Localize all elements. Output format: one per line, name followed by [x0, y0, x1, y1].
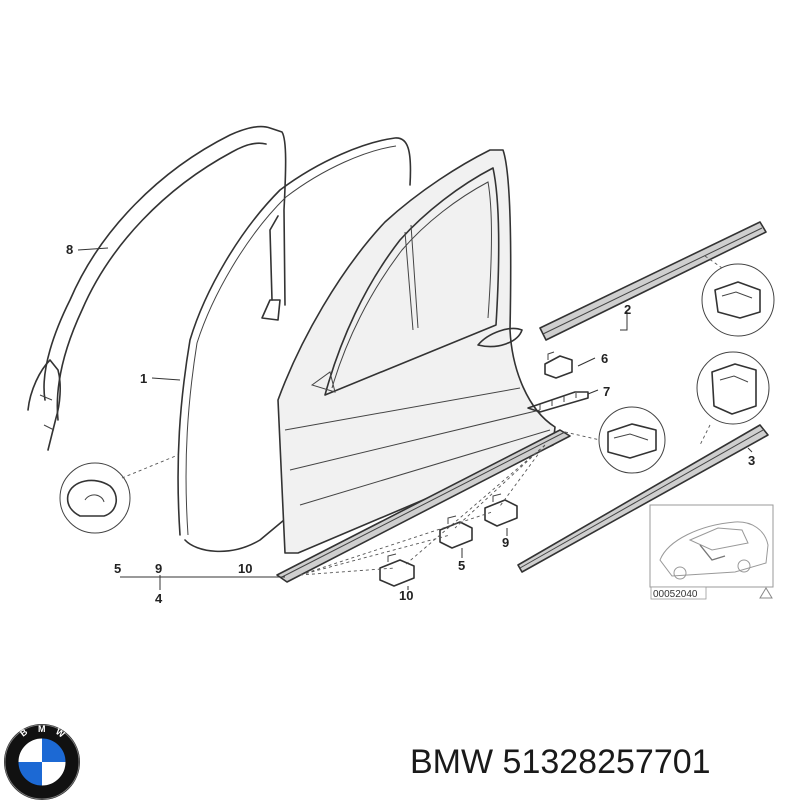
callout-5: 5: [114, 561, 121, 576]
frame-seal-part: [27, 125, 287, 451]
part-number: 51328257701: [502, 743, 711, 781]
callout-8: 8: [66, 242, 73, 257]
callout-6: 6: [601, 351, 608, 366]
callout-3: 3: [748, 453, 755, 468]
clip-strip-part-7: [527, 391, 589, 413]
door-seal-part: [177, 137, 412, 553]
callout-9: 9: [155, 561, 162, 576]
detail-leaders: [121, 255, 723, 576]
bmw-logo: B M W: [4, 724, 80, 800]
callout-10: 10: [238, 561, 252, 576]
lower-strip-part: [517, 424, 769, 573]
callout-5-clip: 5: [458, 558, 465, 573]
retainer-clips: [379, 493, 518, 587]
callout-9-clip: 9: [502, 535, 509, 550]
brand-name: BMW: [410, 743, 494, 781]
detail-circle-lower-strip: [696, 351, 770, 425]
svg-text:M: M: [38, 724, 46, 734]
part-caption: BMW 51328257701: [410, 740, 790, 784]
reference-code: 00052040: [653, 589, 698, 600]
car-location-thumbnail: 00052040: [649, 504, 774, 600]
callout-2: 2: [624, 302, 631, 317]
callout-1: 1: [140, 371, 147, 386]
upper-strip-part: [539, 221, 767, 341]
door-shell: [277, 149, 556, 554]
detail-circle-seal: [59, 462, 131, 534]
clip-part-6: [544, 351, 573, 379]
detail-circle-sill: [598, 406, 666, 474]
callout-leaders: [77, 247, 753, 590]
callout-10-clip: 10: [399, 588, 413, 603]
svg-text:B: B: [18, 726, 30, 738]
sill-trim-part: [276, 429, 571, 583]
callout-7: 7: [603, 384, 610, 399]
callout-4: 4: [155, 591, 163, 606]
detail-circle-upper-strip: [701, 263, 775, 337]
